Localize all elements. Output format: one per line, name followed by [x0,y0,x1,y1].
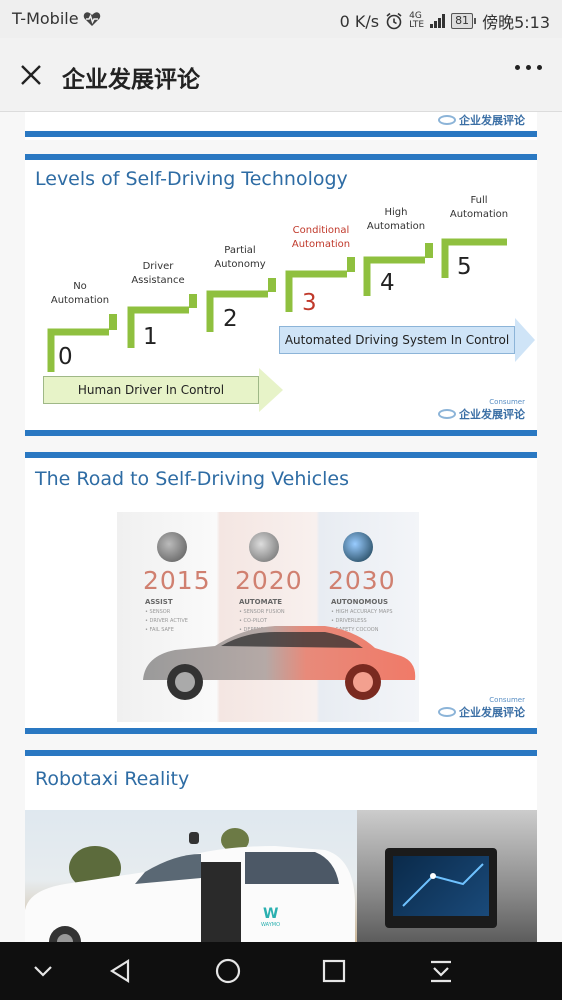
page-title: 企业发展评论 [62,67,200,93]
home-circle-icon[interactable] [213,956,243,986]
waymo-logo-text: WAYMO [261,922,281,928]
milestone-2020-year: 2020 [235,566,303,595]
battery-level: 81 [451,13,474,29]
step-4 [363,256,425,296]
step-1 [127,306,189,348]
step-3-arrow [347,257,355,272]
milestone-2020-icon [249,532,279,562]
step-5 [441,238,507,278]
network-speed: 0 K/s [339,11,380,31]
step-0-arrow [109,314,117,330]
chevron-down-icon[interactable] [28,956,58,986]
milestone-2020-heading: AUTOMATE [239,598,283,606]
watermark: 企业发展评论 Consumer [438,398,525,422]
step-2 [206,290,268,332]
app-bar: 企业发展评论 [0,38,562,112]
level-0-number: 0 [58,344,73,370]
carrier-name: T-Mobile [12,9,79,28]
close-icon[interactable] [14,58,48,92]
watermark: 企业发展评论 Consumer [438,696,525,720]
step-2-arrow [268,278,276,292]
level-2-number: 2 [223,306,238,332]
article-content[interactable]: 企业发展评论 Levels of Self-Driving Technology [0,112,562,942]
svg-text:W: W [263,906,278,922]
slide-road: The Road to Self-Driving Vehicles 2015 A… [25,452,537,734]
arrow-human-control: Human Driver In Control [43,368,283,412]
level-3-number: 3 [302,290,317,316]
arrow-system-control: Automated Driving System In Control [279,318,535,362]
system-nav-bar [0,942,562,1000]
level-5-number: 5 [457,254,472,280]
battery-icon: 81 [451,13,477,29]
step-1-arrow [189,294,197,308]
milestone-2030-items: • HIGH ACCURACY MAPS • DRIVERLESS • SAFE… [331,609,393,633]
slide-title: The Road to Self-Driving Vehicles [35,468,349,490]
alarm-icon [386,12,402,30]
milestone-2030-heading: AUTONOMOUS [331,598,389,606]
more-dots-icon[interactable] [515,65,542,70]
car-illustration [143,626,416,700]
levels-steps [47,238,507,372]
step-4-arrow [425,243,433,258]
map-screen [393,856,489,916]
milestone-2015-items: • SENSOR • DRIVER ACTIVE • FAIL SAFE [145,609,188,633]
slide-previous: 企业发展评论 [25,112,537,140]
back-triangle-icon[interactable] [106,956,136,986]
heart-pulse-icon [83,11,100,26]
recent-square-icon[interactable] [319,956,349,986]
slide-title: Levels of Self-Driving Technology [35,168,348,190]
slide-levels: Levels of Self-Driving Technology [25,154,537,436]
milestone-2030-year: 2030 [328,566,396,595]
signal-icon [430,14,446,28]
step-0 [47,328,109,372]
milestone-2030-icon [343,532,373,562]
watermark: 企业发展评论 [438,112,525,128]
milestone-2015-icon [157,532,187,562]
robotaxi-photo-van: W WAYMO [25,810,357,942]
slide-robotaxi: Robotaxi Reality W WAYMO [25,750,537,942]
milestone-2015-heading: ASSIST [145,598,173,606]
pull-down-icon[interactable] [426,956,456,986]
level-1-number: 1 [143,324,158,350]
robotaxi-photo-interior [357,810,537,942]
slide-title: Robotaxi Reality [35,768,190,790]
step-3 [285,270,347,312]
clock: 傍晚5:13 [482,13,550,32]
milestone-2015-year: 2015 [143,566,211,595]
level-4-number: 4 [380,270,395,296]
